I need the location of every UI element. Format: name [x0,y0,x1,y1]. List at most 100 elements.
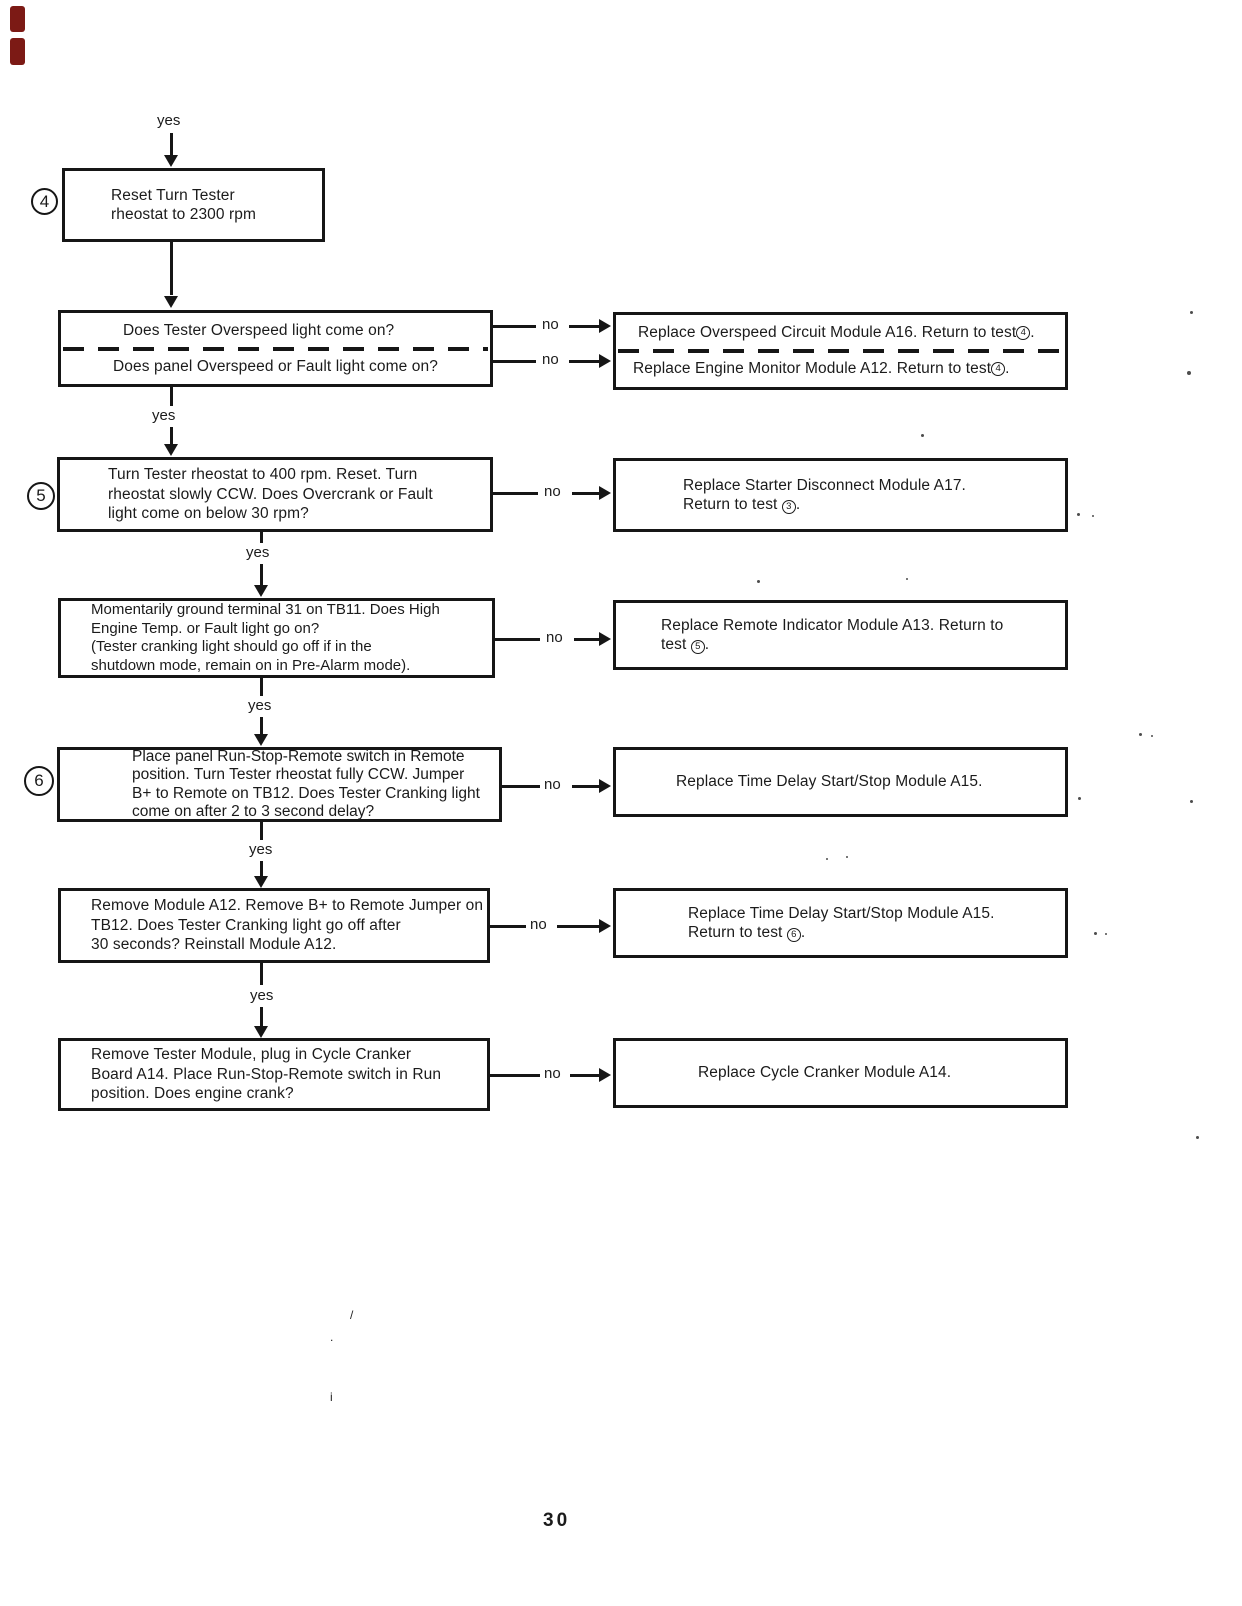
step4-line: Reset Turn Tester [111,186,235,204]
step5-line: Turn Tester rheostat to 400 rpm. Reset. … [108,466,418,484]
stray-mark: . [330,1330,334,1344]
a12-line: 30 seconds? Reinstall Module A12. [91,936,337,954]
fix-text: Replace Engine Monitor Module A12. Retur… [633,360,992,378]
connector-line [557,925,600,928]
fix-text: . [704,636,710,653]
connector-line [170,133,173,157]
tb11-fix-box: Replace Remote Indicator Module A13. Ret… [613,600,1068,670]
no-label: no [542,316,559,333]
circled-6-icon: 6 [786,927,801,942]
connector-line [260,861,263,876]
yes-label: yes [250,987,274,1004]
scan-speck [1190,800,1193,803]
stray-mark: / [350,1308,354,1322]
dashed-divider [63,346,488,351]
connector-line [493,360,536,363]
a12-fix-box: Replace Time Delay Start/Stop Module A15… [613,888,1068,958]
connector-line [170,242,173,295]
connector-line [170,387,173,406]
connector-line [260,678,263,696]
step6-box: Place panel Run-Stop-Remote switch in Re… [57,747,502,822]
no-label: no [544,776,561,793]
arrow-right-icon [599,632,611,646]
step6-line: position. Turn Tester rheostat fully CCW… [132,766,465,783]
connector-line [260,564,263,585]
scan-speck [1196,1136,1199,1139]
overspeed-fix-tester: Replace Overspeed Circuit Module A16. Re… [616,315,1065,351]
connector-line [569,325,600,328]
fix-text: . [800,924,806,941]
arrow-down-icon [254,734,268,746]
connector-line [260,717,263,734]
no-label: no [530,916,547,933]
connector-line [569,360,600,363]
scan-speck [1094,932,1097,935]
fix-line: test 5. [661,635,1065,655]
fix-text: Replace Overspeed Circuit Module A16. Re… [638,324,1017,342]
fix-line: Replace Time Delay Start/Stop Module A15… [688,904,995,922]
circled-5-icon: 5 [690,639,705,654]
a12-box: Remove Module A12. Remove B+ to Remote J… [58,888,490,963]
tb11-line: Momentarily ground terminal 31 on TB11. … [91,601,440,618]
arrow-right-icon [599,779,611,793]
connector-line [490,1074,540,1077]
step6-badge: 6 [24,766,54,796]
step6-line: come on after 2 to 3 second delay? [132,803,375,820]
connector-line [574,638,600,641]
scan-corner-mark [10,38,25,65]
circled-3-icon: 3 [781,499,796,514]
circled-4-icon: 4 [1016,326,1031,340]
yes-label: yes [246,544,270,561]
step5-fix-box: Replace Starter Disconnect Module A17. R… [613,458,1068,532]
tb11-box: Momentarily ground terminal 31 on TB11. … [58,598,495,678]
scan-speck [1139,733,1142,736]
arrow-right-icon [599,1068,611,1082]
arrow-down-icon [164,444,178,456]
arrow-down-icon [164,296,178,308]
connector-line [490,925,526,928]
connector-line [260,1007,263,1026]
a12-line: TB12. Does Tester Cranking light go off … [91,916,401,934]
scan-speck [826,858,828,860]
arrow-right-icon [599,486,611,500]
dashed-divider [618,349,1063,353]
step4-badge: 4 [31,188,58,215]
overspeed-fix-box: Replace Overspeed Circuit Module A16. Re… [613,312,1068,390]
no-label: no [542,351,559,368]
overspeed-fix-panel: Replace Engine Monitor Module A12. Retur… [616,351,1065,387]
scan-speck [757,580,760,583]
step6-line: B+ to Remote on TB12. Does Tester Cranki… [132,784,480,802]
connector-line [260,822,263,840]
fix-text: test [661,636,691,653]
arrow-down-icon [254,585,268,597]
scan-speck [1187,371,1191,375]
a12-line: Remove Module A12. Remove B+ to Remote J… [91,897,484,915]
step4-box: Reset Turn Tester rheostat to 2300 rpm [62,168,325,242]
fix-line: Replace Starter Disconnect Module A17. [683,476,966,494]
scan-speck [1077,513,1080,516]
stray-mark: i [330,1390,333,1404]
step5-line: rheostat slowly CCW. Does Overcrank or F… [108,485,433,503]
step5-badge: 5 [27,482,55,510]
yes-label: yes [249,841,273,858]
scan-speck [1105,933,1107,935]
tb11-line: Engine Temp. or Fault light go on? [91,619,320,637]
connector-line [570,1074,600,1077]
connector-line [493,492,538,495]
arrow-right-icon [599,354,611,368]
scan-speck [1190,311,1193,314]
arrow-down-icon [254,1026,268,1038]
scan-speck [1078,797,1081,800]
arrow-down-icon [164,155,178,167]
cranker-fix-box: Replace Cycle Cranker Module A14. [613,1038,1068,1108]
overspeed-question-panel: Does panel Overspeed or Fault light come… [113,357,438,375]
fix-text: . [795,496,801,513]
tb11-line: (Tester cranking light should go off if … [91,638,372,655]
yes-label: yes [248,697,272,714]
cranker-line: Remove Tester Module, plug in Cycle Cran… [91,1046,412,1064]
connector-line [502,785,540,788]
cranker-line: position. Does engine crank? [91,1085,294,1103]
connector-line [170,427,173,445]
fix-text: . [1005,360,1010,378]
scan-speck [921,434,924,437]
